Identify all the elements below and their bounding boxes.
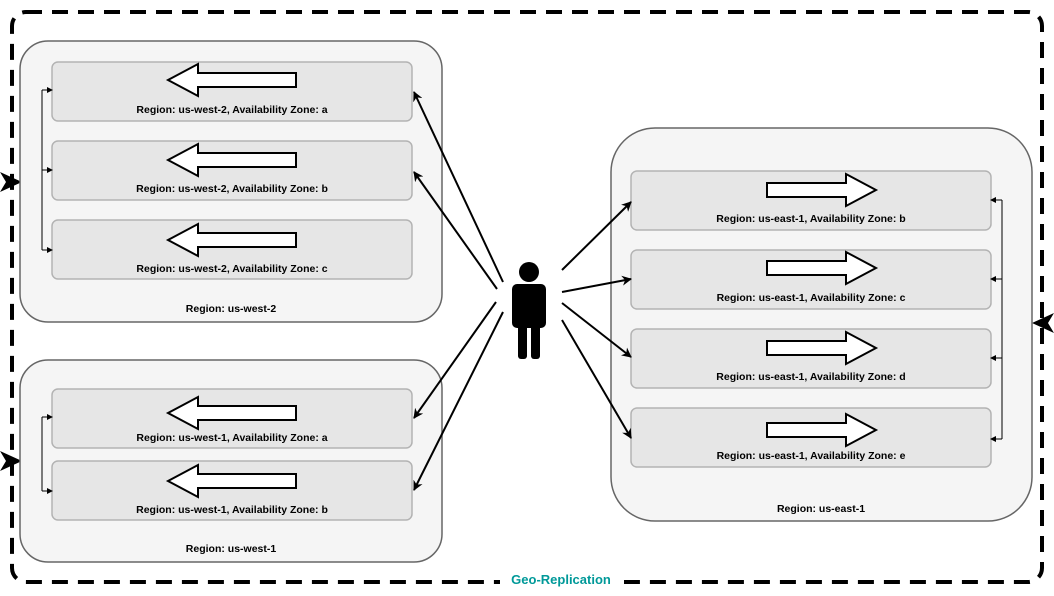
left-arrow-icon xyxy=(165,395,297,431)
arrow-to-us-west-1-a xyxy=(413,301,497,419)
edge-arrow-west-2 xyxy=(0,172,22,192)
zone-us-west-1-a: Region: us-west-1, Availability Zone: a xyxy=(51,388,413,449)
right-arrow-icon xyxy=(766,412,879,448)
arrow-to-us-west-2-a xyxy=(413,91,504,283)
zone-us-east-1-e: Region: us-east-1, Availability Zone: e xyxy=(630,407,992,468)
right-arrow-icon xyxy=(766,250,879,286)
region-label: Region: us-west-1 xyxy=(186,543,277,555)
region-us-west-2: Region: us-west-2, Availability Zone: a … xyxy=(19,40,443,323)
replication-bracket-west-1 xyxy=(41,414,53,494)
replication-bracket-west-2 xyxy=(41,87,53,253)
zone-label: Region: us-east-1, Availability Zone: d xyxy=(716,371,905,383)
edge-arrow-west-1 xyxy=(0,451,22,471)
left-arrow-icon xyxy=(165,222,297,258)
arrow-to-us-west-2-b xyxy=(413,171,498,290)
zone-label: Region: us-west-1, Availability Zone: b xyxy=(136,504,328,516)
edge-arrow-east-1 xyxy=(1032,313,1054,333)
zone-label: Region: us-west-2, Availability Zone: a xyxy=(136,104,327,116)
left-arrow-icon xyxy=(165,463,297,499)
arrow-to-us-east-1-e xyxy=(561,319,632,439)
person-icon xyxy=(512,262,546,359)
zone-label: Region: us-east-1, Availability Zone: c xyxy=(717,292,906,304)
zone-label: Region: us-east-1, Availability Zone: b xyxy=(716,213,905,225)
region-us-west-1: Region: us-west-1, Availability Zone: a … xyxy=(19,359,443,563)
region-us-east-1: Region: us-east-1, Availability Zone: b … xyxy=(610,127,1033,522)
group-label-bg xyxy=(500,570,624,590)
arrow-to-us-east-1-c xyxy=(561,275,632,293)
arrow-to-us-east-1-b xyxy=(561,201,632,271)
left-arrow-icon xyxy=(165,142,297,178)
arrow-to-us-west-1-b xyxy=(413,311,504,491)
region-label: Region: us-west-2 xyxy=(186,303,277,315)
arrow-to-us-east-1-d xyxy=(561,302,632,358)
zone-us-west-2-c: Region: us-west-2, Availability Zone: c xyxy=(51,219,413,280)
zone-us-west-2-b: Region: us-west-2, Availability Zone: b xyxy=(51,140,413,201)
zone-us-west-2-a: Region: us-west-2, Availability Zone: a xyxy=(51,61,413,122)
zone-us-east-1-b: Region: us-east-1, Availability Zone: b xyxy=(630,170,992,231)
zone-label: Region: us-west-1, Availability Zone: a xyxy=(136,432,327,444)
zone-us-west-1-b: Region: us-west-1, Availability Zone: b xyxy=(51,460,413,521)
connection-arrows xyxy=(413,91,632,491)
replication-bracket-east-1 xyxy=(990,197,1003,442)
zone-us-east-1-c: Region: us-east-1, Availability Zone: c xyxy=(630,249,992,310)
zone-label: Region: us-west-2, Availability Zone: c xyxy=(136,263,327,275)
zone-us-east-1-d: Region: us-east-1, Availability Zone: d xyxy=(630,328,992,389)
zone-label: Region: us-east-1, Availability Zone: e xyxy=(717,450,906,462)
right-arrow-icon xyxy=(766,330,879,366)
region-label: Region: us-east-1 xyxy=(777,503,865,515)
right-arrow-icon xyxy=(766,172,879,208)
group-label: Geo-Replication xyxy=(511,572,611,587)
zone-label: Region: us-west-2, Availability Zone: b xyxy=(136,183,328,195)
left-arrow-icon xyxy=(165,62,297,98)
